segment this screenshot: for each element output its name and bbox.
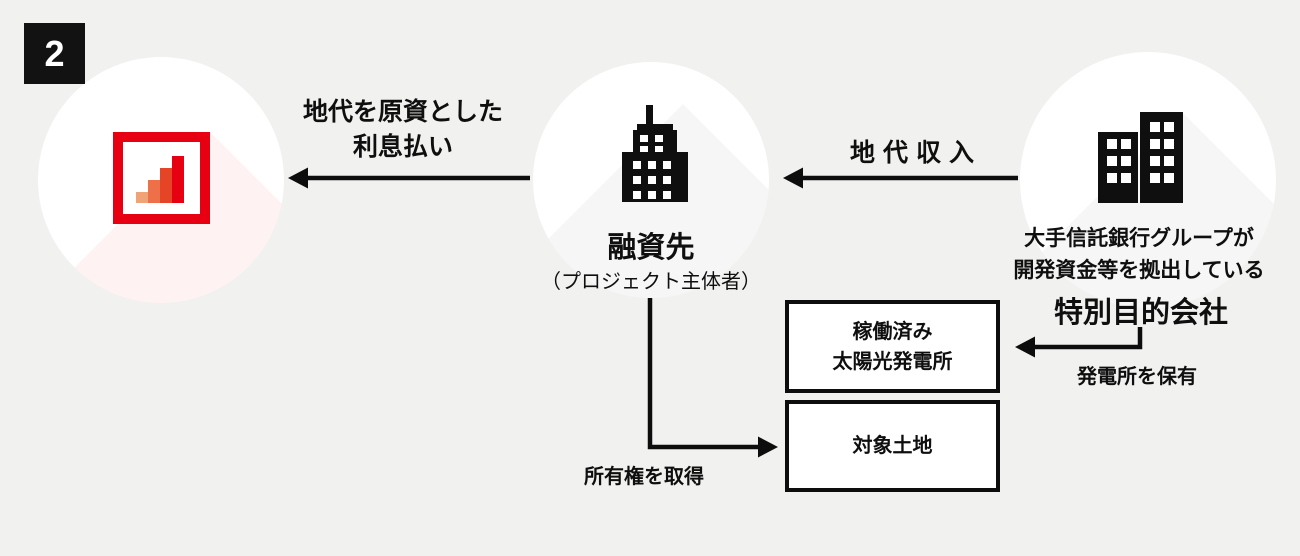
- land-rent-income-label: 地代収入: [849, 139, 983, 167]
- logo-bar-2: [148, 180, 160, 203]
- interest-payment-label-line1: 地代を原資とした: [302, 98, 504, 126]
- twin-buildings-icon: [1098, 112, 1183, 203]
- solar-plant-box-line1: 稼働済み: [852, 320, 933, 343]
- land-rent-income-arrow: [783, 167, 1018, 189]
- acquire-ownership-label: 所有権を取得: [584, 466, 704, 488]
- owns-plant-label: 発電所を保有: [1077, 366, 1197, 388]
- target-land-box: 対象土地: [785, 400, 1000, 492]
- borrower-title: 融資先: [607, 232, 695, 264]
- spc-desc-line2: 開発資金等を拠出している: [1013, 259, 1265, 282]
- bar-chart-logo-icon: [113, 132, 210, 224]
- spc-title: 特別目的会社: [1053, 297, 1229, 329]
- interest-payment-arrow: [288, 167, 530, 189]
- office-tower-icon: [622, 105, 688, 202]
- acquire-ownership-arrow: [647, 298, 778, 458]
- interest-payment-label-line2: 利息払い: [352, 133, 454, 161]
- target-land-box-label: 対象土地: [852, 435, 933, 457]
- logo-bar-1: [136, 192, 148, 203]
- interest-payment-label: 地代を原資とした 利息払い: [303, 95, 503, 165]
- spc-desc-line1: 大手信託銀行グループが: [1024, 227, 1254, 250]
- borrower-subtitle: （プロジェクト主体者）: [541, 271, 761, 293]
- logo-bar-4: [172, 156, 184, 203]
- logo-bar-3: [160, 168, 172, 203]
- solar-plant-box: 稼働済み 太陽光発電所: [785, 300, 1000, 393]
- owns-plant-arrow: [1015, 327, 1143, 358]
- step-number-badge: 2: [24, 23, 85, 84]
- solar-plant-box-line2: 太陽光発電所: [832, 350, 953, 373]
